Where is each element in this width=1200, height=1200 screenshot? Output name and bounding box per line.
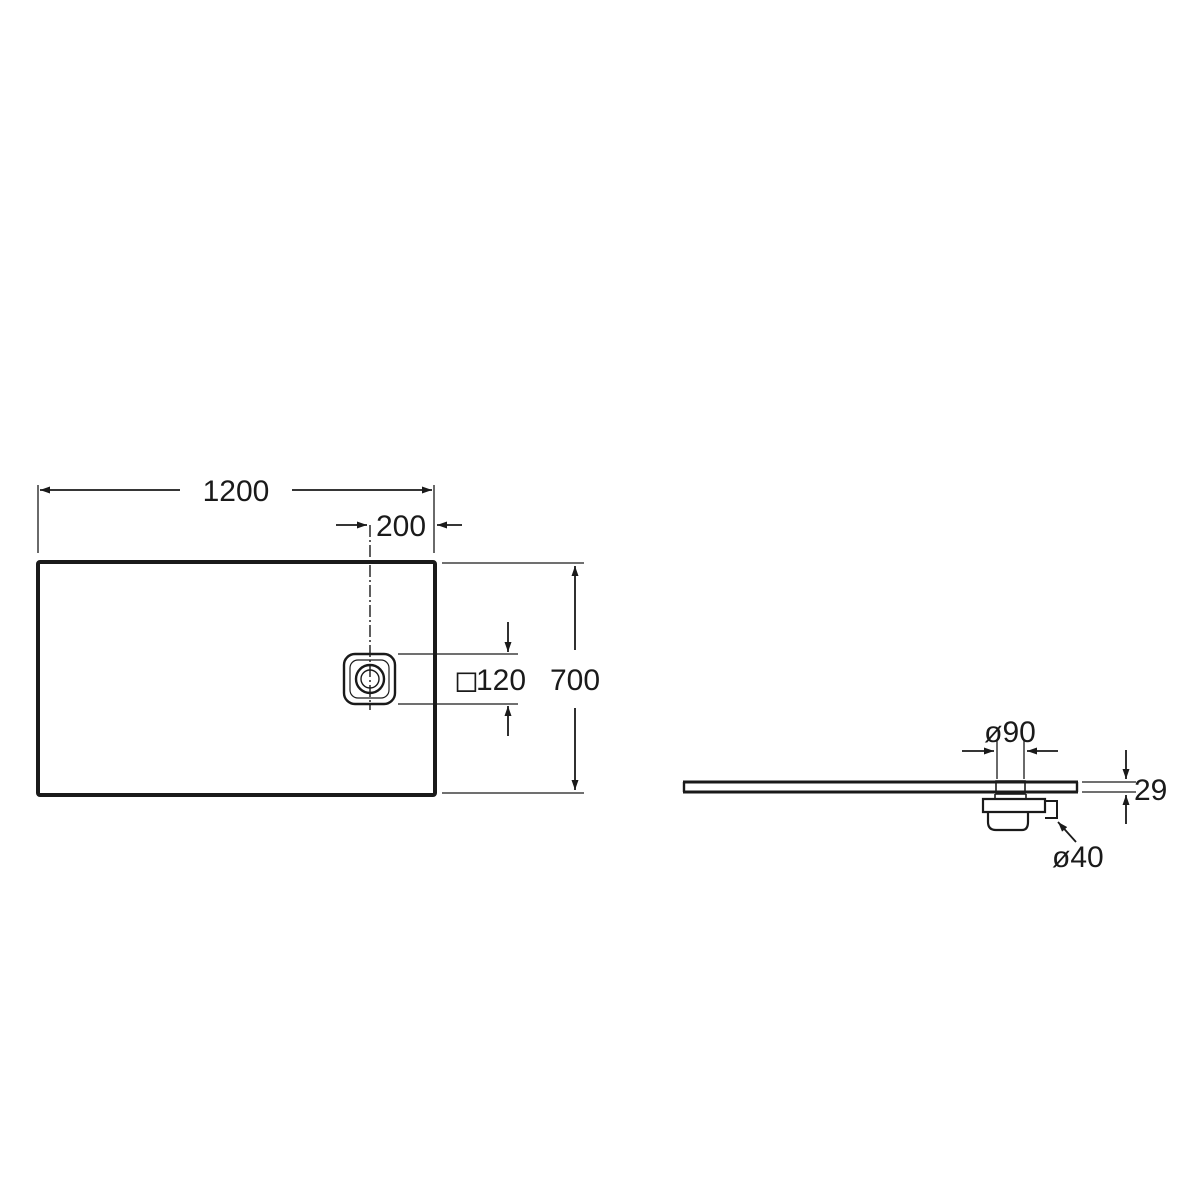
depth-label: 700: [550, 664, 600, 697]
thickness-label: 29: [1134, 774, 1167, 807]
shower-tray-outline: [36, 560, 437, 797]
waste-diameter-dimension: ø90: [962, 716, 1058, 779]
waste-size-label: 120: [476, 664, 526, 697]
depth-dimension: 700: [442, 562, 600, 794]
waste-offset-dimension: 200: [336, 510, 462, 543]
plan-view: 1200 200 ◻ 120 700: [36, 475, 600, 797]
side-view: ø90 29 ø40: [682, 716, 1167, 874]
waste-trap-icon: [981, 780, 1058, 832]
waste-size-dimension: ◻ 120: [398, 622, 526, 736]
outlet-diameter-label: ø40: [1052, 841, 1104, 874]
waste-size-symbol: ◻: [454, 664, 479, 697]
waste-grate-icon: [342, 652, 397, 706]
thickness-dimension: 29: [1082, 750, 1167, 824]
tray-profile: [682, 780, 1079, 794]
outlet-diameter-dimension: ø40: [1052, 821, 1104, 874]
waste-offset-label: 200: [376, 510, 426, 543]
width-dimension: 1200: [37, 475, 435, 553]
waste-diameter-label: ø90: [984, 716, 1036, 749]
width-label: 1200: [203, 475, 270, 508]
